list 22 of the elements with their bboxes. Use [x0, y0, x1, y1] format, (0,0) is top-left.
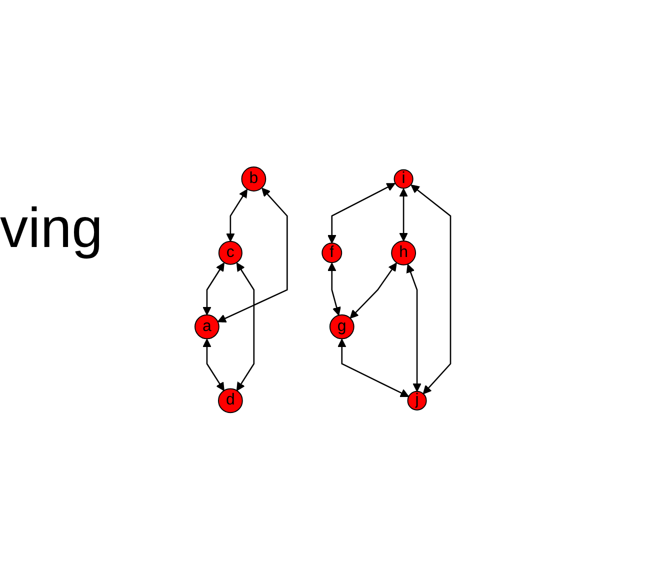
arrow: [411, 184, 452, 394]
arrow: [202, 262, 225, 315]
node-circle: c: [218, 240, 243, 265]
arrow: [202, 338, 225, 391]
arrow: [236, 262, 255, 391]
node-circle: a: [194, 314, 220, 339]
arrow: [350, 262, 398, 318]
node-circle: h: [391, 240, 416, 265]
arrow: [406, 264, 422, 392]
text-fragment: ving: [0, 196, 103, 259]
node-circle: b: [241, 166, 266, 192]
node-circle: i: [394, 168, 414, 188]
arrow: [328, 182, 396, 244]
node-circle: g: [330, 314, 355, 339]
arrow: [226, 188, 248, 242]
arrow: [399, 188, 408, 241]
node-circle: d: [218, 388, 244, 413]
node-circle: j: [407, 390, 428, 410]
node-circle: f: [322, 242, 342, 263]
arrow: [328, 262, 342, 316]
arrow: [338, 338, 410, 397]
arrow: [218, 187, 288, 322]
